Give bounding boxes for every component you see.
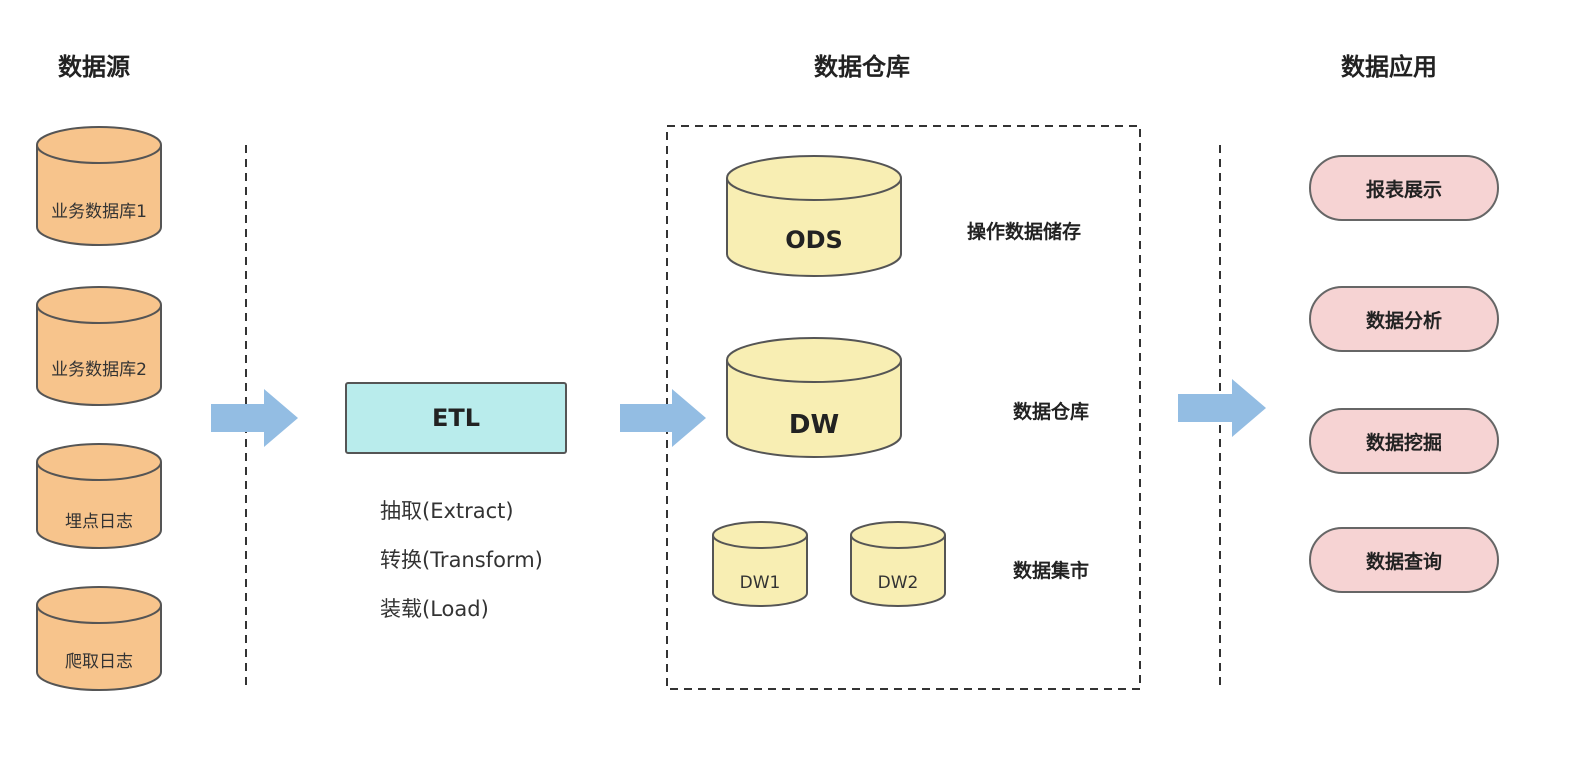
dw-description: 数据仓库 <box>1013 401 1090 423</box>
app-data-query: 数据查询 <box>1309 527 1499 593</box>
header-sources: 数据源 <box>58 53 130 81</box>
marts-description: 数据集市 <box>1013 560 1090 582</box>
header-warehouse: 数据仓库 <box>814 53 910 81</box>
dw2-cylinder <box>850 521 946 607</box>
dw2-label: DW2 <box>877 573 919 593</box>
source-label-2: 业务数据库2 <box>51 360 147 380</box>
app-label: 数据查询 <box>1365 550 1442 573</box>
source-cylinder-2 <box>36 286 162 406</box>
arrow-etl-to-warehouse <box>620 389 706 447</box>
dw-label: DW <box>788 410 840 440</box>
arrow-warehouse-to-apps <box>1178 379 1266 437</box>
source-cylinder-3 <box>36 443 162 549</box>
ods-description: 操作数据储存 <box>967 221 1082 243</box>
dw1-label: DW1 <box>739 573 781 593</box>
arrow-sources-to-etl <box>211 389 298 447</box>
dw-cylinder <box>726 337 902 458</box>
ods-cylinder <box>726 155 902 277</box>
app-data-mining: 数据挖掘 <box>1309 408 1499 474</box>
etl-step-transform: 转换(Transform) <box>380 548 543 572</box>
dw1-cylinder <box>712 521 808 607</box>
ods-label: ODS <box>785 226 843 254</box>
etl-label: ETL <box>431 404 481 432</box>
app-data-analysis: 数据分析 <box>1309 286 1499 352</box>
app-label: 数据挖掘 <box>1365 431 1442 454</box>
source-label-1: 业务数据库1 <box>51 202 147 222</box>
source-cylinder-4 <box>36 586 162 691</box>
source-label-4: 爬取日志 <box>65 652 133 672</box>
source-label-3: 埋点日志 <box>65 512 133 532</box>
header-applications: 数据应用 <box>1341 53 1437 81</box>
source-cylinder-1 <box>36 126 162 246</box>
etl-step-load: 装载(Load) <box>380 597 489 621</box>
app-report-display: 报表展示 <box>1309 155 1499 221</box>
etl-box: ETL <box>345 382 567 454</box>
app-label: 数据分析 <box>1365 309 1442 332</box>
app-label: 报表展示 <box>1365 178 1442 201</box>
etl-step-extract: 抽取(Extract) <box>380 499 514 523</box>
